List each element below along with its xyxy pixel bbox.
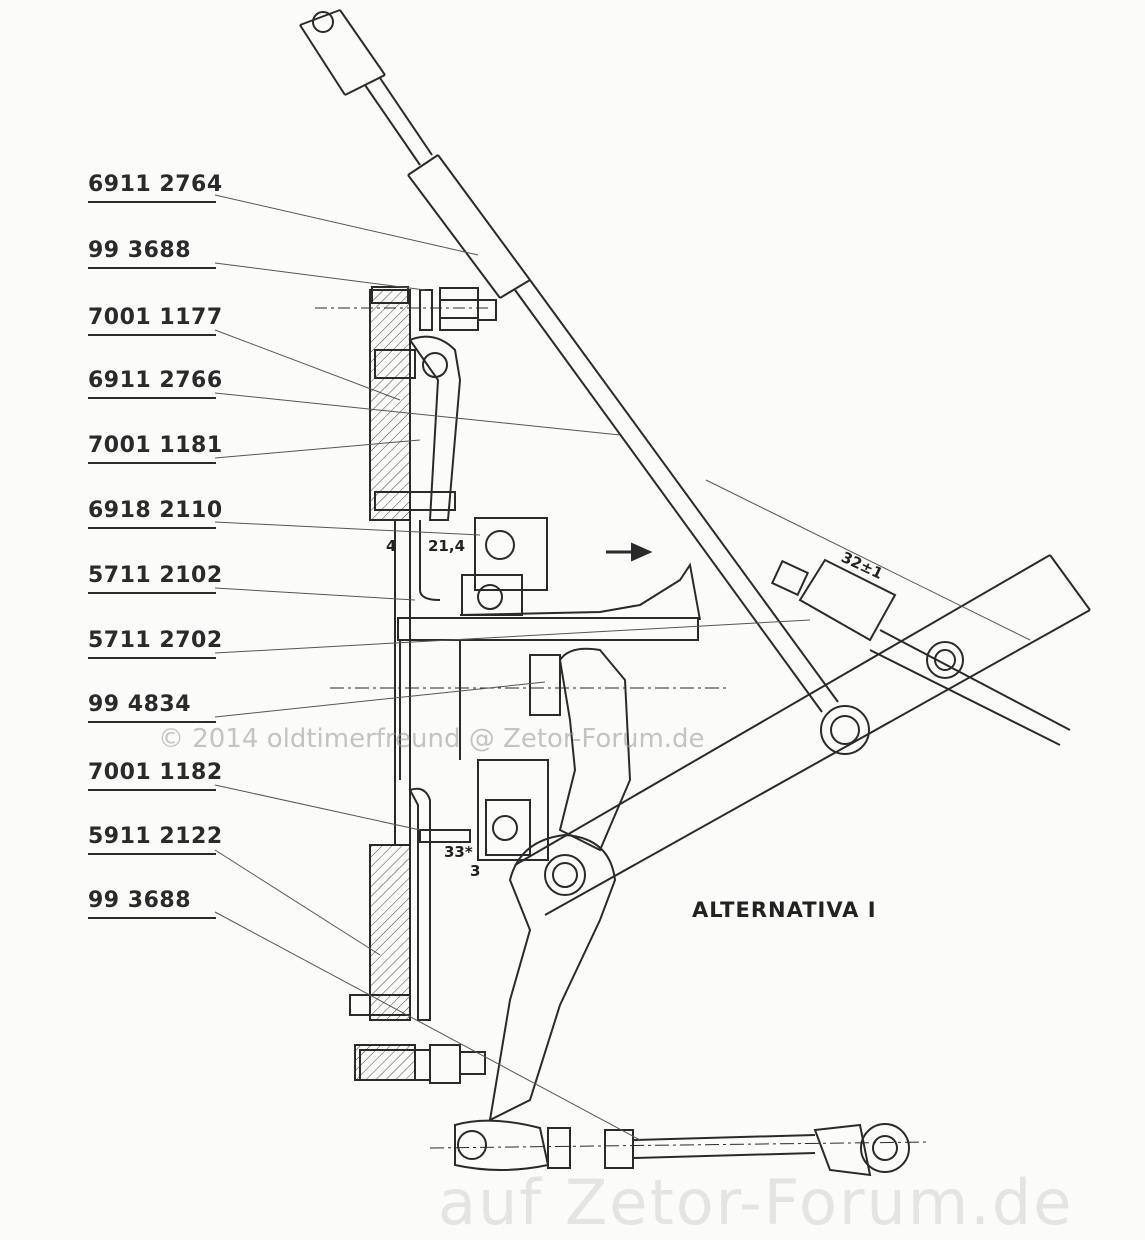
part-number-text: 5711 2102: [88, 563, 223, 588]
dimension-21-4: 21,4: [428, 537, 466, 555]
part-number-text: 99 3688: [88, 238, 192, 263]
part-label: 5911 2122: [88, 824, 223, 855]
part-number-text: 5911 2122: [88, 824, 223, 849]
upper-tie-rod: [299, 9, 839, 713]
lower-bearing: [477, 654, 561, 861]
dimension-33: 33*: [444, 843, 473, 861]
actuating-arm: [514, 554, 1091, 916]
part-label: 6911 2764: [88, 172, 223, 203]
dimension-4: 4: [386, 537, 397, 555]
part-number-text: 6911 2764: [88, 172, 223, 197]
release-lever: [488, 647, 632, 1122]
part-label: 99 4834: [88, 692, 216, 723]
lower-clevis: [359, 787, 486, 1084]
part-label: 99 3688: [88, 888, 216, 919]
part-number-text: 99 4834: [88, 692, 192, 717]
part-number-text: 7001 1177: [88, 305, 223, 330]
drawing-title: ALTERNATIVA I: [692, 898, 877, 922]
dimension-3: 3: [470, 862, 481, 880]
part-label: 5711 2702: [88, 628, 223, 659]
upper-clevis: [374, 335, 462, 521]
top-bolt-assembly: [315, 287, 497, 331]
part-label: 6918 2110: [88, 498, 223, 529]
part-label: 99 3688: [88, 238, 216, 269]
watermark: auf Zetor-Forum.de: [438, 1166, 1074, 1239]
stop-block: [770, 558, 897, 642]
part-label: 7001 1181: [88, 433, 223, 464]
part-number-text: 5711 2702: [88, 628, 223, 653]
part-number-text: 6911 2766: [88, 368, 223, 393]
mounting-plate: [349, 286, 416, 1081]
copyright-notice: © 2014 oldtimerfreund @ Zetor-Forum.de: [158, 724, 705, 754]
part-number-text: 6918 2110: [88, 498, 223, 523]
lower-tie-rod: [429, 1119, 931, 1177]
part-number-text: 7001 1182: [88, 760, 223, 785]
part-label: 5711 2102: [88, 563, 223, 594]
part-label: 6911 2766: [88, 368, 223, 399]
release-bearing: [419, 517, 701, 621]
part-label: 7001 1182: [88, 760, 223, 791]
part-number-text: 99 3688: [88, 888, 192, 913]
part-label: 7001 1177: [88, 305, 223, 336]
direction-arrow-icon: [606, 542, 653, 562]
leader-lines: [214, 194, 1031, 1141]
part-number-text: 7001 1181: [88, 433, 223, 458]
